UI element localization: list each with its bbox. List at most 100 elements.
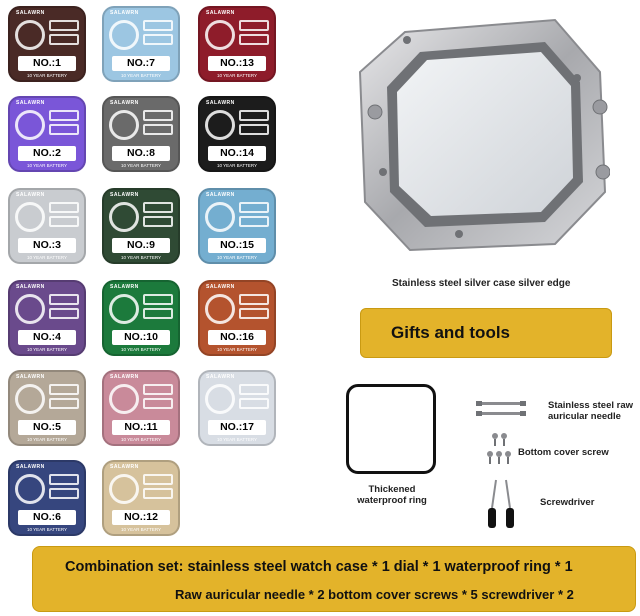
dial-label: NO.:12 bbox=[112, 510, 170, 525]
dial-label: NO.:8 bbox=[112, 146, 170, 161]
dial-ring bbox=[109, 474, 139, 504]
dial-window-bottom bbox=[143, 308, 173, 319]
dial-ring bbox=[15, 202, 45, 232]
dial-window-top bbox=[49, 474, 79, 485]
dial-2: SALAWRN NO.:7 10 YEAR BATTERY bbox=[102, 6, 180, 82]
dial-window-top bbox=[143, 110, 173, 121]
dial-window-bottom bbox=[143, 488, 173, 499]
dial-window-bottom bbox=[143, 124, 173, 135]
dial-window-bottom bbox=[239, 34, 269, 45]
dial-window-top bbox=[143, 20, 173, 31]
dial-ring bbox=[205, 294, 235, 324]
dial-brand: SALAWRN bbox=[206, 284, 235, 290]
dial-window-bottom bbox=[49, 216, 79, 227]
screw-caption: Bottom cover screw bbox=[518, 447, 609, 458]
dial-window-top bbox=[143, 294, 173, 305]
banner-line2: Raw auricular needle * 2 bottom cover sc… bbox=[175, 587, 574, 602]
screw-image bbox=[487, 433, 511, 464]
dial-brand: SALAWRN bbox=[16, 464, 45, 470]
screwdriver-caption: Screwdriver bbox=[540, 497, 595, 508]
dial-ring bbox=[15, 294, 45, 324]
dial-window-bottom bbox=[49, 488, 79, 499]
dial-battery-text: 10 YEAR BATTERY bbox=[216, 163, 258, 168]
dial-brand: SALAWRN bbox=[206, 10, 235, 16]
dial-window-top bbox=[239, 202, 269, 213]
dial-brand: SALAWRN bbox=[110, 464, 139, 470]
case-caption: Stainless steel silver case silver edge bbox=[392, 278, 571, 289]
dial-window-top bbox=[239, 110, 269, 121]
dial-label: NO.:7 bbox=[112, 56, 170, 71]
dial-ring bbox=[109, 384, 139, 414]
dial-window-bottom bbox=[49, 34, 79, 45]
dial-battery-text: 10 YEAR BATTERY bbox=[26, 73, 68, 78]
dial-window-bottom bbox=[239, 398, 269, 409]
dial-window-bottom bbox=[143, 216, 173, 227]
dial-window-top bbox=[239, 20, 269, 31]
dial-window-bottom bbox=[239, 216, 269, 227]
dial-battery-text: 10 YEAR BATTERY bbox=[26, 437, 68, 442]
dial-brand: SALAWRN bbox=[16, 10, 45, 16]
dial-ring bbox=[15, 20, 45, 50]
dial-1: SALAWRN NO.:1 10 YEAR BATTERY bbox=[8, 6, 86, 82]
dial-ring bbox=[205, 110, 235, 140]
dial-battery-text: 10 YEAR BATTERY bbox=[120, 437, 162, 442]
dial-label: NO.:11 bbox=[112, 420, 170, 435]
banner-line1: Combination set: stainless steel watch c… bbox=[65, 559, 573, 575]
dial-ring bbox=[109, 20, 139, 50]
dial-window-top bbox=[49, 110, 79, 121]
dial-brand: SALAWRN bbox=[110, 10, 139, 16]
dial-label: NO.:17 bbox=[208, 420, 266, 435]
combination-set-banner: Combination set: stainless steel watch c… bbox=[32, 546, 636, 612]
dial-window-top bbox=[49, 384, 79, 395]
dial-battery-text: 10 YEAR BATTERY bbox=[120, 73, 162, 78]
dial-brand: SALAWRN bbox=[206, 374, 235, 380]
dial-label: NO.:1 bbox=[18, 56, 76, 71]
watch-case-image bbox=[358, 18, 610, 252]
dial-window-bottom bbox=[49, 124, 79, 135]
dial-window-bottom bbox=[143, 34, 173, 45]
screwdriver-image bbox=[488, 479, 514, 528]
dial-ring bbox=[205, 202, 235, 232]
dial-label: NO.:9 bbox=[112, 238, 170, 253]
dial-battery-text: 10 YEAR BATTERY bbox=[216, 437, 258, 442]
dial-ring bbox=[15, 384, 45, 414]
dial-brand: SALAWRN bbox=[206, 100, 235, 106]
needle-caption-line1: Stainless steel raw bbox=[548, 400, 634, 411]
dial-brand: SALAWRN bbox=[206, 192, 235, 198]
dial-window-top bbox=[49, 294, 79, 305]
dial-ring bbox=[15, 474, 45, 504]
dial-window-top bbox=[49, 202, 79, 213]
dial-8: SALAWRN NO.:9 10 YEAR BATTERY bbox=[102, 188, 180, 264]
dial-ring bbox=[109, 110, 139, 140]
dial-brand: SALAWRN bbox=[110, 192, 139, 198]
dial-label: NO.:13 bbox=[208, 56, 266, 71]
dial-window-top bbox=[143, 474, 173, 485]
needle-caption: Stainless steel raw auricular needle bbox=[548, 400, 633, 422]
dial-label: NO.:15 bbox=[208, 238, 266, 253]
gifts-title: Gifts and tools bbox=[391, 323, 510, 342]
gifts-tools-banner: Gifts and tools bbox=[360, 308, 612, 358]
dial-ring bbox=[205, 384, 235, 414]
dial-brand: SALAWRN bbox=[110, 100, 139, 106]
ring-caption-line1: Thickened bbox=[368, 484, 416, 495]
dial-brand: SALAWRN bbox=[16, 100, 45, 106]
dial-label: NO.:6 bbox=[18, 510, 76, 525]
dial-window-top bbox=[239, 294, 269, 305]
dial-label: NO.:10 bbox=[112, 330, 170, 345]
dial-battery-text: 10 YEAR BATTERY bbox=[216, 347, 258, 352]
dial-window-top bbox=[49, 20, 79, 31]
dial-battery-text: 10 YEAR BATTERY bbox=[120, 255, 162, 260]
dial-brand: SALAWRN bbox=[110, 374, 139, 380]
dial-14: SALAWRN NO.:11 10 YEAR BATTERY bbox=[102, 370, 180, 446]
dial-ring bbox=[109, 202, 139, 232]
dial-battery-text: 10 YEAR BATTERY bbox=[216, 73, 258, 78]
dial-window-top bbox=[143, 202, 173, 213]
